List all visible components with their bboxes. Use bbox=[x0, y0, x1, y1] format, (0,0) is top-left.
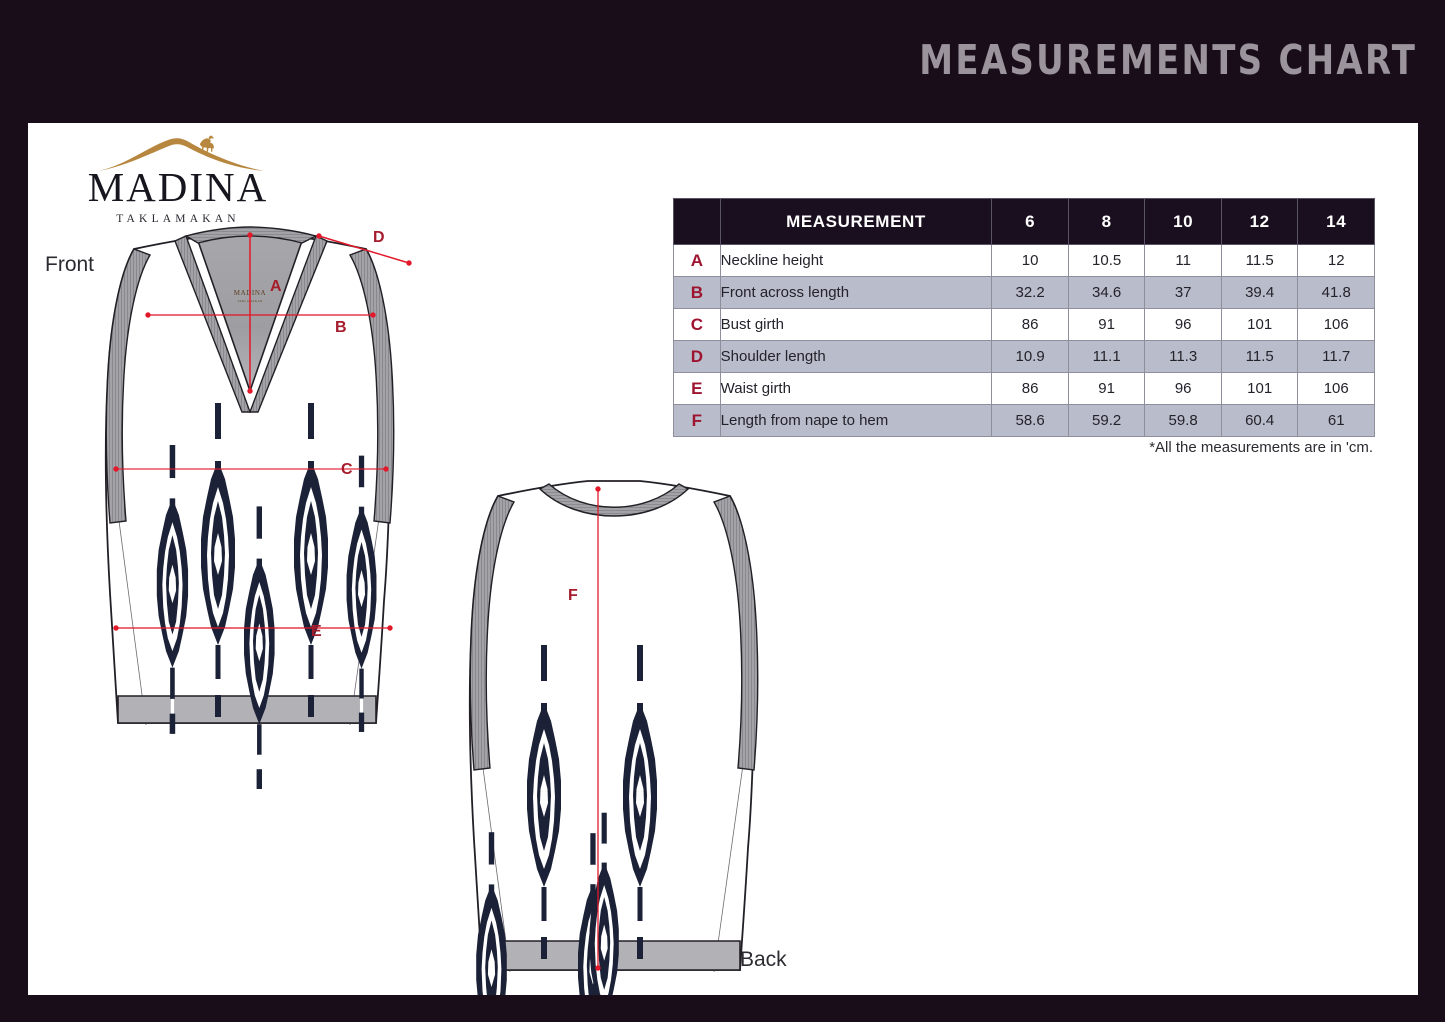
row-value-12: 11.5 bbox=[1220, 244, 1299, 277]
header-size-8: 8 bbox=[1067, 198, 1146, 245]
front-hem-band bbox=[117, 695, 377, 724]
row-letter: E bbox=[673, 372, 721, 405]
back-garment-view bbox=[468, 480, 759, 995]
row-value-14: 11.7 bbox=[1297, 340, 1375, 373]
table-footnote: *All the measurements are in 'cm. bbox=[1149, 439, 1373, 456]
row-letter: D bbox=[673, 340, 721, 373]
front-garment-view: MADINA TAKLAMAKAN bbox=[104, 226, 395, 789]
row-name: Length from nape to hem bbox=[719, 404, 993, 437]
header-size-12: 12 bbox=[1220, 198, 1299, 245]
front-v-rib-right bbox=[248, 235, 328, 413]
dim-label-a: A bbox=[270, 278, 282, 295]
dim-label-c: C bbox=[341, 461, 353, 478]
dim-label-d: D bbox=[373, 229, 385, 246]
row-value-12: 101 bbox=[1220, 372, 1299, 405]
brand-logo: MADINA TAKLAMAKAN bbox=[68, 135, 288, 235]
row-letter: B bbox=[673, 276, 721, 309]
row-value-10: 11 bbox=[1144, 244, 1222, 277]
row-value-14: 41.8 bbox=[1297, 276, 1375, 309]
page-title: MEASUREMENTS CHART bbox=[919, 36, 1417, 84]
back-view-label: Back bbox=[740, 948, 787, 971]
back-dimension-lines bbox=[595, 486, 601, 971]
table-row: E Waist girth 86 91 96 101 106 bbox=[673, 372, 1375, 405]
measurements-table: MEASUREMENT 6 8 10 12 14 A Neckline heig… bbox=[673, 198, 1375, 437]
camel-on-dune-icon bbox=[98, 135, 264, 171]
table-header-row: MEASUREMENT 6 8 10 12 14 bbox=[673, 198, 1375, 245]
dim-label-b: B bbox=[335, 319, 347, 336]
row-value-10: 11.3 bbox=[1144, 340, 1222, 373]
row-value-14: 106 bbox=[1297, 308, 1375, 341]
front-armhole-left bbox=[105, 248, 152, 524]
row-value-10: 37 bbox=[1144, 276, 1222, 309]
row-name: Shoulder length bbox=[719, 340, 993, 373]
garment-technical-flat: MADINA TAKLAMAKAN bbox=[104, 226, 759, 995]
row-value-12: 101 bbox=[1220, 308, 1299, 341]
header-bar: MEASUREMENTS CHART bbox=[0, 0, 1445, 123]
row-value-8: 11.1 bbox=[1067, 340, 1146, 373]
row-name: Front across length bbox=[719, 276, 993, 309]
header-size-6: 6 bbox=[991, 198, 1069, 245]
front-dimension-lines bbox=[113, 232, 412, 631]
row-value-6: 58.6 bbox=[991, 404, 1069, 437]
header-size-10: 10 bbox=[1144, 198, 1222, 245]
dim-label-e: E bbox=[311, 623, 322, 640]
row-value-6: 10 bbox=[991, 244, 1069, 277]
row-name: Bust girth bbox=[719, 308, 993, 341]
row-letter: F bbox=[673, 404, 721, 437]
table-body: A Neckline height 10 10.5 11 11.5 12 B F… bbox=[673, 244, 1375, 437]
row-value-14: 61 bbox=[1297, 404, 1375, 437]
row-value-8: 91 bbox=[1067, 308, 1146, 341]
brand-subtitle: TAKLAMAKAN bbox=[116, 213, 240, 225]
row-letter: A bbox=[673, 244, 721, 277]
row-name: Waist girth bbox=[719, 372, 993, 405]
table-row: A Neckline height 10 10.5 11 11.5 12 bbox=[673, 244, 1375, 277]
row-value-6: 86 bbox=[991, 308, 1069, 341]
row-value-12: 60.4 bbox=[1220, 404, 1299, 437]
dim-label-f: F bbox=[568, 587, 578, 604]
front-v-rib-left bbox=[174, 235, 251, 413]
table-row: B Front across length 32.2 34.6 37 39.4 … bbox=[673, 276, 1375, 309]
row-value-6: 86 bbox=[991, 372, 1069, 405]
header-size-14: 14 bbox=[1297, 198, 1375, 245]
table-header: MEASUREMENT 6 8 10 12 14 bbox=[673, 198, 1375, 245]
front-armhole-right bbox=[348, 248, 395, 524]
row-value-12: 39.4 bbox=[1220, 276, 1299, 309]
row-value-10: 96 bbox=[1144, 372, 1222, 405]
row-value-14: 12 bbox=[1297, 244, 1375, 277]
row-value-14: 106 bbox=[1297, 372, 1375, 405]
brand-name: MADINA bbox=[87, 164, 269, 210]
row-value-8: 34.6 bbox=[1067, 276, 1146, 309]
content-card: MADINA TAKLAMAKAN Front Back bbox=[28, 123, 1418, 995]
row-value-6: 32.2 bbox=[991, 276, 1069, 309]
back-armhole-right bbox=[712, 495, 759, 771]
back-neck-band bbox=[538, 483, 690, 517]
front-view-label: Front bbox=[45, 253, 95, 276]
table-row: C Bust girth 86 91 96 101 106 bbox=[673, 308, 1375, 341]
row-letter: C bbox=[673, 308, 721, 341]
header-letter bbox=[673, 198, 721, 245]
row-value-10: 96 bbox=[1144, 308, 1222, 341]
header-measurement: MEASUREMENT bbox=[719, 198, 993, 245]
row-value-10: 59.8 bbox=[1144, 404, 1222, 437]
row-value-8: 91 bbox=[1067, 372, 1146, 405]
row-name: Neckline height bbox=[719, 244, 993, 277]
table-row: D Shoulder length 10.9 11.1 11.3 11.5 11… bbox=[673, 340, 1375, 373]
row-value-6: 10.9 bbox=[991, 340, 1069, 373]
table-row: F Length from nape to hem 58.6 59.2 59.8… bbox=[673, 404, 1375, 437]
row-value-12: 11.5 bbox=[1220, 340, 1299, 373]
row-value-8: 10.5 bbox=[1067, 244, 1146, 277]
row-value-8: 59.2 bbox=[1067, 404, 1146, 437]
back-armhole-left bbox=[469, 495, 516, 771]
